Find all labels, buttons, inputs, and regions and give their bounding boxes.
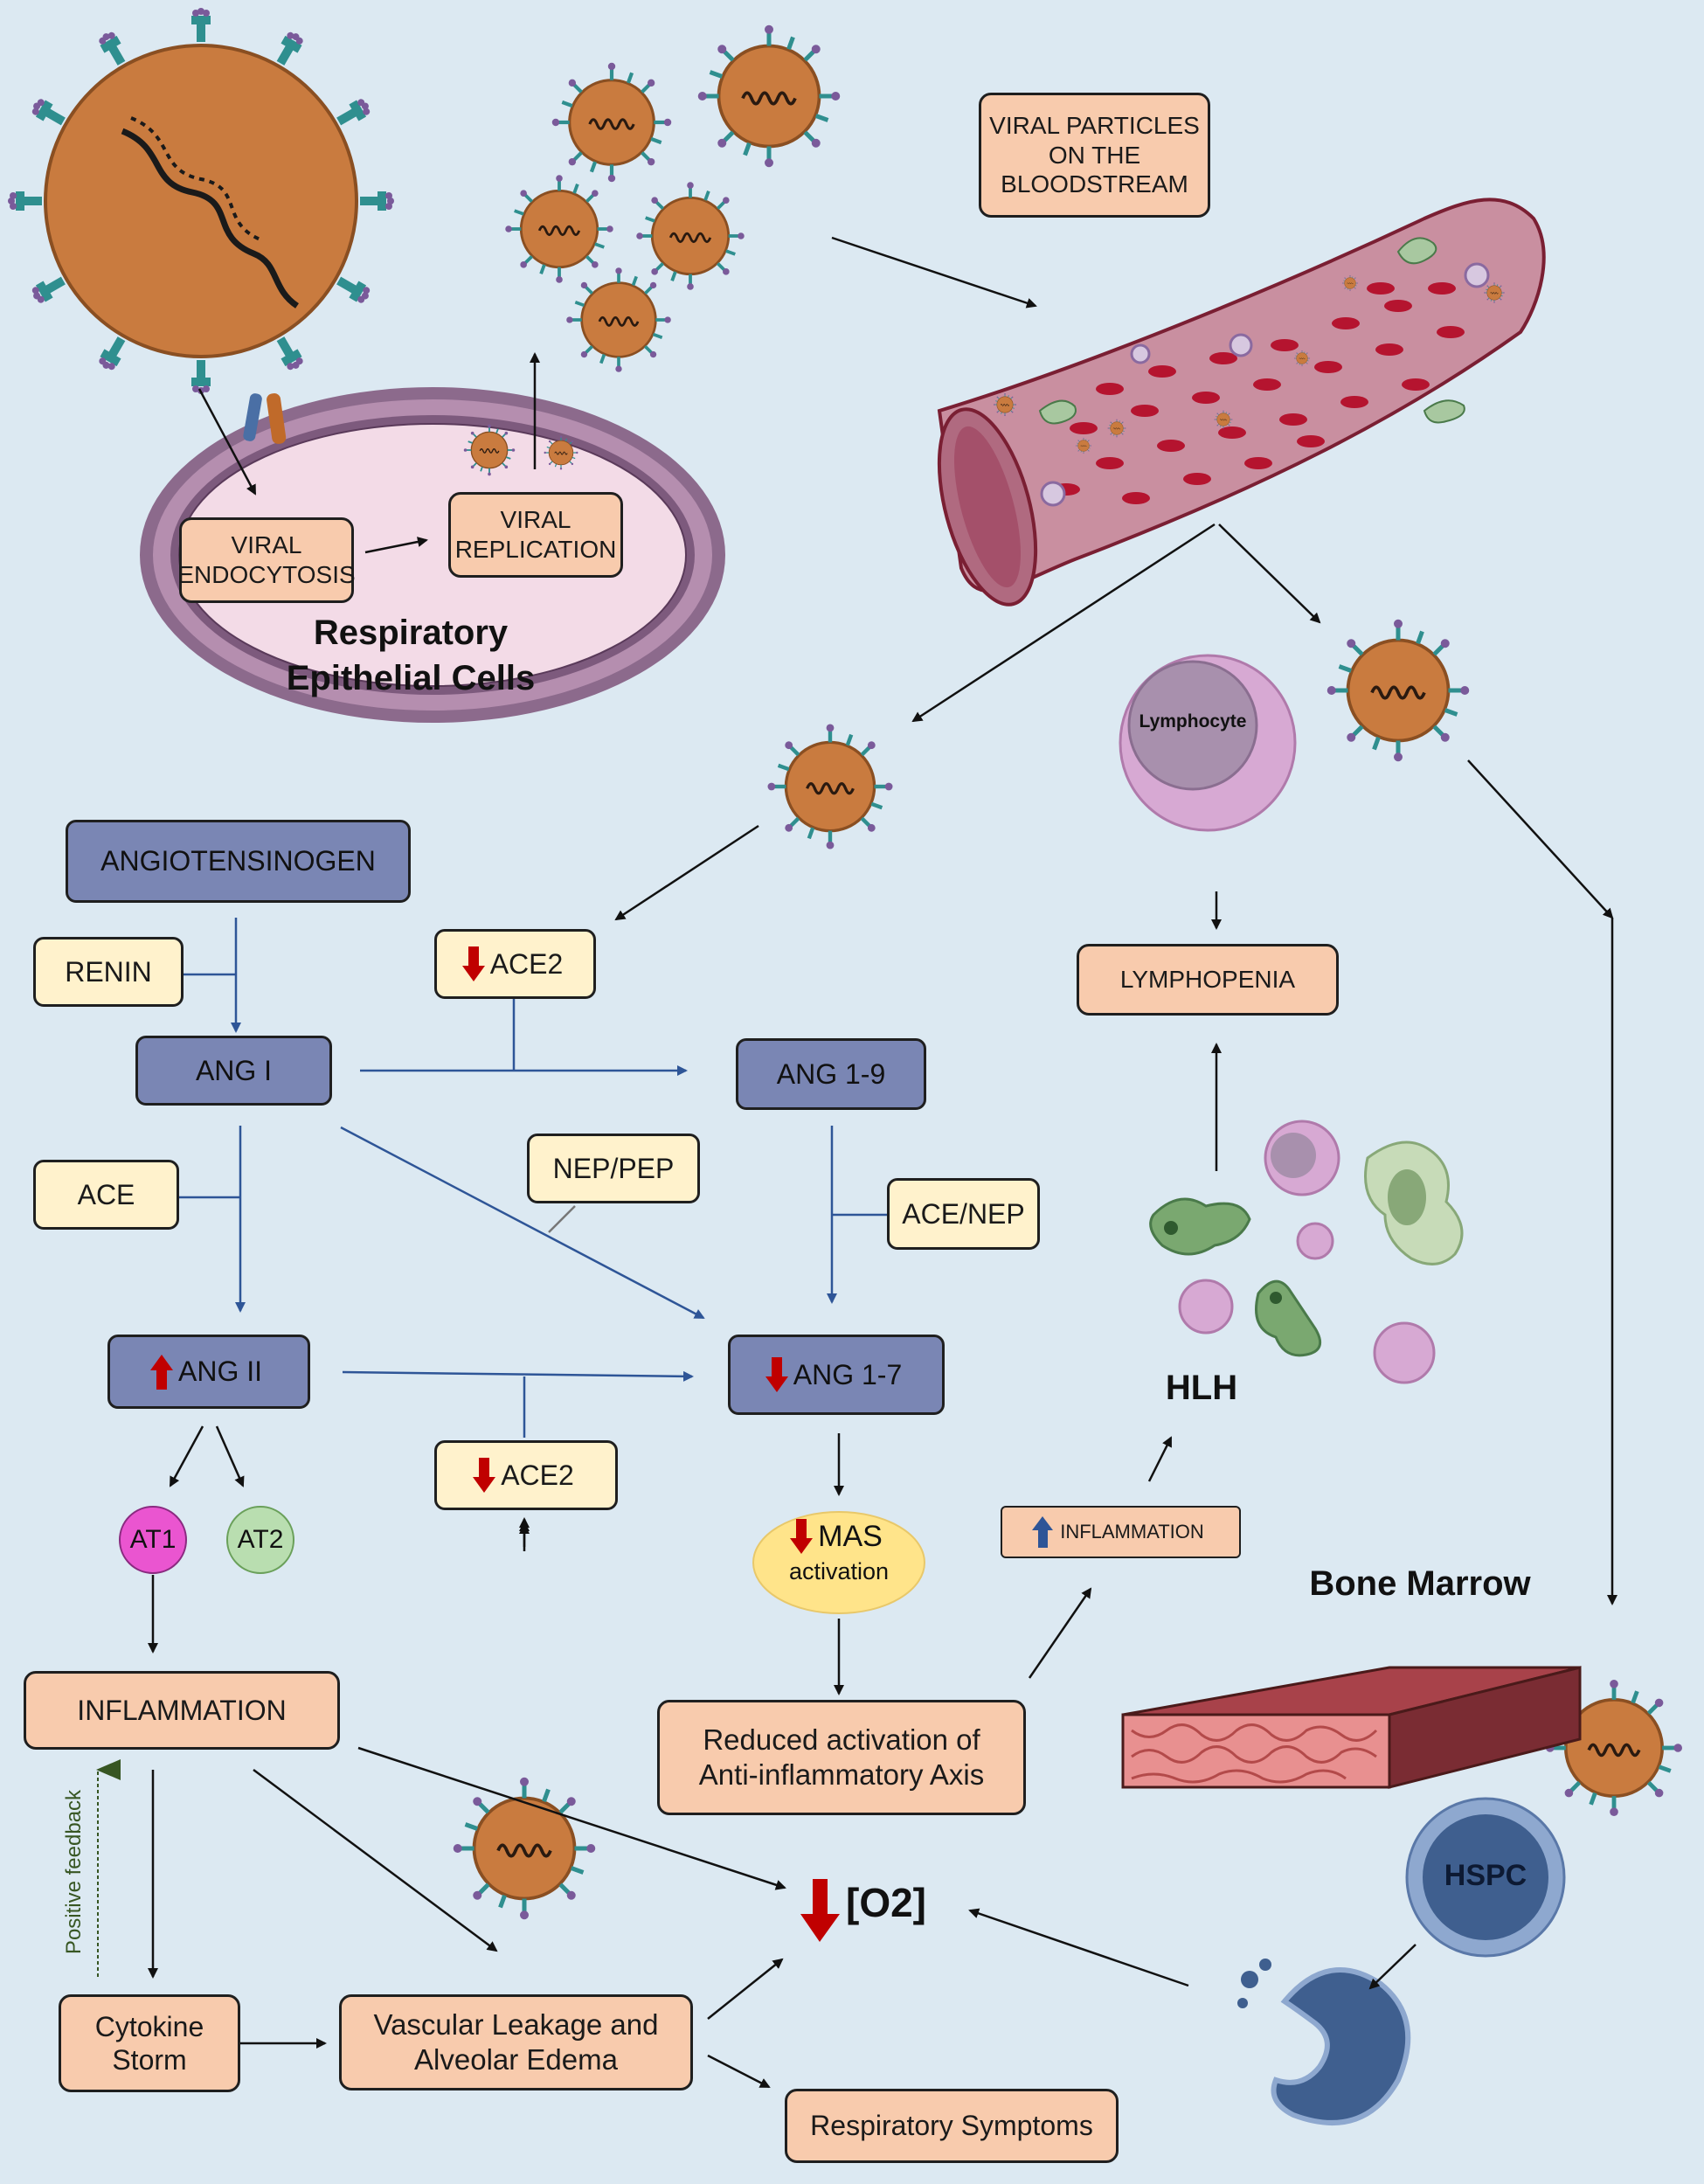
angiotensinogen-box: ANGIOTENSINOGEN (66, 820, 411, 903)
viral-endocytosis-box: VIRAL ENDOCYTOSIS (177, 517, 356, 603)
o2-label: [O2] (846, 1880, 926, 1925)
ang2-box: ANG II (107, 1335, 310, 1409)
ang19-label: ANG 1-9 (776, 1057, 886, 1090)
ace2-virus-icon (768, 725, 893, 849)
mas-title: MAS (753, 1519, 925, 1554)
renin-box: RENIN (33, 937, 184, 1007)
ace-label: ACE (77, 1178, 135, 1210)
reduced-activation-box: Reduced activation of Anti-inflammatory … (657, 1700, 1026, 1815)
vascular-leakage-label: Vascular Leakage and Alveolar Edema (373, 2008, 659, 2076)
angiotensinogen-label: ANGIOTENSINOGEN (100, 845, 376, 877)
lymphocyte-virus-icon (1327, 620, 1470, 762)
positive-feedback-label: Positive feedback (62, 1789, 86, 1955)
ace2-top-label: ACE2 (489, 947, 564, 980)
o2-decrease-icon (800, 1879, 840, 1942)
renin-label: RENIN (65, 955, 152, 988)
ace-nep-label: ACE/NEP (902, 1197, 1025, 1230)
released-virus-icons (503, 25, 840, 374)
lymphocyte-icon (1119, 654, 1297, 832)
viral-endocytosis-label: VIRAL ENDOCYTOSIS (177, 531, 356, 588)
inflammation-small-label: INFLAMMATION (1060, 1520, 1204, 1543)
reduced-activation-label: Reduced activation of Anti-inflammatory … (698, 1723, 985, 1791)
ace-nep-box: ACE/NEP (887, 1178, 1040, 1250)
ras-arrows (179, 918, 887, 1438)
increase-arrow-icon (1032, 1516, 1054, 1548)
ang17-label: ANG 1-7 (793, 1358, 903, 1390)
ang1-label: ANG I (195, 1054, 273, 1086)
inflammation-label: INFLAMMATION (77, 1694, 287, 1726)
ace2-bottom-box: ACE2 (434, 1440, 618, 1510)
viral-replication-label: VIRAL REPLICATION (454, 506, 617, 563)
lymphopenia-box: LYMPHOPENIA (1077, 944, 1339, 1016)
decrease-arrow-icon (790, 1519, 814, 1554)
mas-receptor-icon (752, 1511, 925, 1614)
ace-box: ACE (33, 1160, 179, 1230)
nep-pep-box: NEP/PEP (527, 1134, 700, 1203)
damaged-cell-icon (1237, 1959, 1411, 2125)
ace2-top-box: ACE2 (434, 929, 596, 999)
blood-vessel-icon (937, 198, 1546, 607)
epithelial-cell-icon (140, 387, 725, 723)
nep-pep-label: NEP/PEP (552, 1152, 675, 1184)
ang17-box: ANG 1-7 (728, 1335, 945, 1415)
cytokine-storm-box: Cytokine Storm (59, 1994, 240, 2092)
viral-particles-box: VIRAL PARTICLES ON THE BLOODSTREAM (979, 93, 1210, 218)
bone-marrow-icon (1121, 1666, 1582, 1789)
hlh-cells-icon (1149, 1120, 1464, 1384)
hspc-icon (1405, 1797, 1566, 1958)
at2-receptor-icon (226, 1506, 294, 1574)
flow-arrows (148, 236, 1617, 2089)
inflammation-small-box: INFLAMMATION (1001, 1506, 1241, 1558)
ang19-box: ANG 1-9 (736, 1038, 926, 1110)
viral-replication-box: VIRAL REPLICATION (448, 492, 623, 578)
respiratory-symptoms-label: Respiratory Symptoms (810, 2110, 1093, 2142)
decrease-arrow-icon (765, 1357, 788, 1392)
hlh-label: HLH (1165, 1369, 1238, 1407)
large-virus-icon (8, 8, 394, 394)
inflammation-box: INFLAMMATION (24, 1671, 340, 1750)
increase-arrow-icon (149, 1354, 173, 1390)
lymphopenia-label: LYMPHOPENIA (1119, 966, 1296, 994)
respiratory-epithelial-label: Respiratory Epithelial Cells (286, 614, 536, 697)
at1-receptor-icon (119, 1506, 187, 1574)
mas-activation-label: activation (788, 1558, 890, 1584)
ang1-box: ANG I (135, 1036, 332, 1106)
vascular-leakage-box: Vascular Leakage and Alveolar Edema (339, 1994, 693, 2090)
at2-label: AT2 (237, 1525, 284, 1554)
ang2-label: ANG II (177, 1355, 262, 1388)
decrease-arrow-icon (461, 946, 485, 981)
bone-marrow-label: Bone Marrow (1309, 1564, 1531, 1603)
viral-particles-label: VIRAL PARTICLES ON THE BLOODSTREAM (989, 112, 1200, 198)
lymphocyte-label: Lymphocyte (1139, 711, 1247, 731)
hspc-label: HSPC (1444, 1859, 1527, 1892)
mas-label: MAS (818, 1519, 883, 1553)
decrease-arrow-icon (473, 1458, 496, 1493)
at1-label: AT1 (129, 1525, 177, 1554)
bottom-virus-icon (454, 1778, 596, 1920)
respiratory-symptoms-box: Respiratory Symptoms (785, 2089, 1119, 2163)
cytokine-storm-label: Cytokine Storm (94, 2010, 204, 2076)
ace2-bottom-label: ACE2 (501, 1459, 574, 1491)
